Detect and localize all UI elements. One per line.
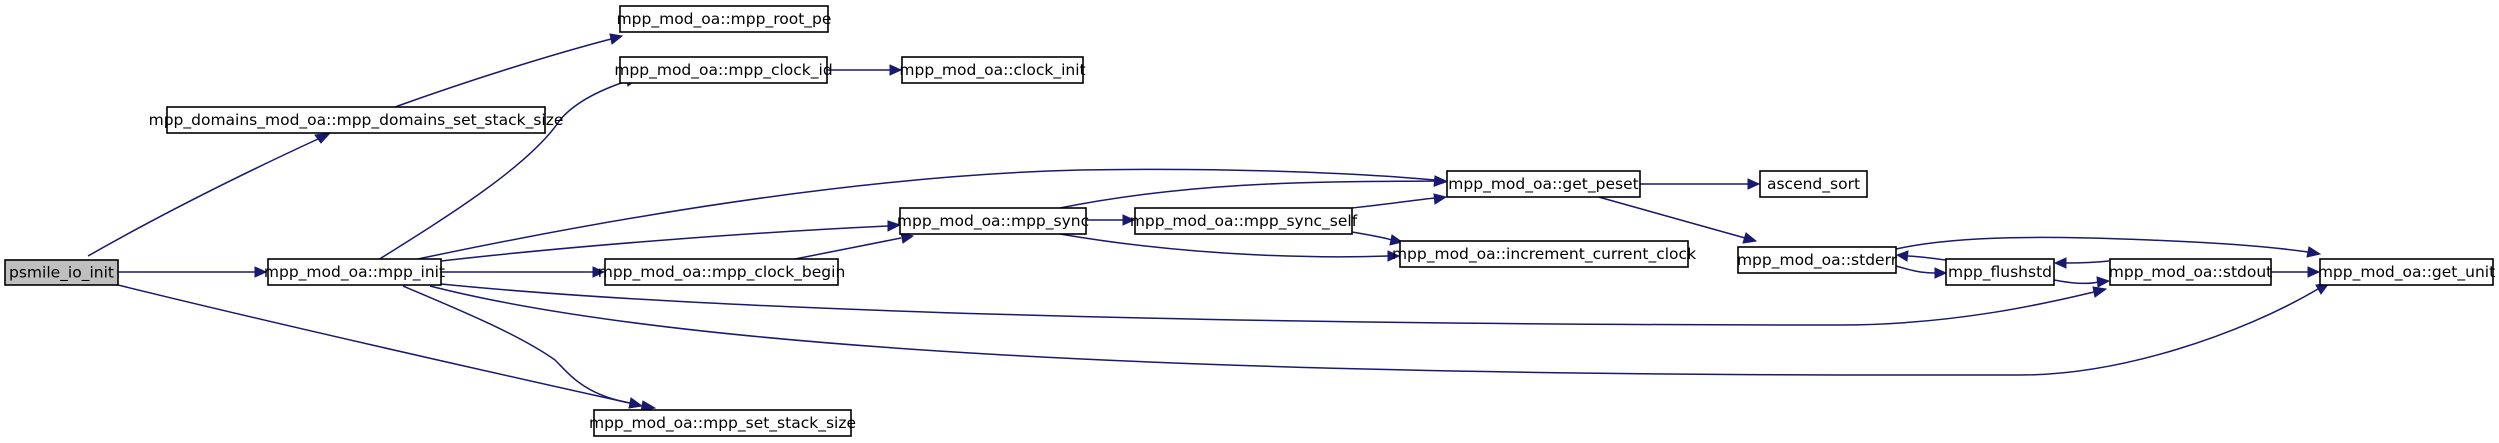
- node-ascend_sort[interactable]: ascend_sort: [1759, 170, 1868, 198]
- edge-mpp_flushstd-to-stdout: [2053, 276, 2111, 288]
- edge-mpp_domains_set_stack_size-to-mpp_root_pe: [394, 33, 624, 108]
- node-label-get_peset: mpp_mod_oa::get_peset: [1448, 175, 1638, 194]
- edge-mpp_init-to-mpp_clock_begin: [441, 266, 606, 278]
- node-label-increment_current_clock: mpp_mod_oa::increment_current_clock: [1392, 245, 1696, 264]
- edge-mpp_clock_begin-to-mpp_sync: [789, 232, 915, 261]
- edge-mpp_clock_id-to-clock_init: [827, 64, 903, 76]
- node-label-mpp_flushstd: mpp_flushstd: [1948, 263, 2052, 282]
- node-mpp_sync_self[interactable]: mpp_mod_oa::mpp_sync_self: [1130, 207, 1358, 235]
- node-stdout[interactable]: mpp_mod_oa::stdout: [2109, 258, 2273, 286]
- node-label-ascend_sort: ascend_sort: [1767, 175, 1860, 194]
- node-get_unit[interactable]: mpp_mod_oa::get_unit: [2318, 258, 2495, 286]
- edge-mpp_init-to-mpp_clock_id: [377, 75, 640, 261]
- node-label-mpp_sync_self: mpp_mod_oa::mpp_sync_self: [1130, 212, 1358, 231]
- edge-psmile_io_init-to-mpp_init: [118, 266, 268, 278]
- node-mpp_init[interactable]: mpp_mod_oa::mpp_init: [264, 258, 445, 286]
- edge-mpp_init-to-stdout: [440, 283, 2108, 326]
- node-label-mpp_init: mpp_mod_oa::mpp_init: [264, 263, 445, 282]
- edge-mpp_init-to-get_unit: [429, 282, 2331, 376]
- node-mpp_domains_set_stack_size[interactable]: mpp_domains_mod_oa::mpp_domains_set_stac…: [149, 106, 564, 134]
- edge-stderr-to-mpp_flushstd: [1895, 265, 1948, 279]
- node-mpp_flushstd[interactable]: mpp_flushstd: [1945, 258, 2055, 286]
- edge-psmile_io_init-to-mpp_set_stack_size: [117, 284, 657, 412]
- edge-stdout-to-get_unit: [2271, 266, 2321, 278]
- edge-get_peset-to-ascend_sort: [1640, 178, 1761, 190]
- node-increment_current_clock[interactable]: mpp_mod_oa::increment_current_clock: [1392, 240, 1696, 268]
- node-label-mpp_clock_id: mpp_mod_oa::mpp_clock_id: [614, 61, 832, 80]
- node-label-mpp_root_pe: mpp_mod_oa::mpp_root_pe: [617, 10, 832, 29]
- node-mpp_sync[interactable]: mpp_mod_oa::mpp_sync: [897, 207, 1089, 235]
- node-mpp_clock_begin[interactable]: mpp_mod_oa::mpp_clock_begin: [598, 258, 846, 286]
- edge-mpp_sync-to-mpp_sync_self: [1086, 214, 1136, 226]
- node-label-psmile_io_init: psmile_io_init: [9, 264, 114, 283]
- edges-layer: [87, 33, 2331, 412]
- edge-mpp_init-to-mpp_set_stack_size: [402, 285, 644, 409]
- node-label-mpp_domains_set_stack_size: mpp_domains_mod_oa::mpp_domains_set_stac…: [149, 111, 564, 130]
- node-get_peset[interactable]: mpp_mod_oa::get_peset: [1446, 170, 1641, 198]
- edge-mpp_sync-to-get_peset: [1059, 175, 1448, 209]
- node-label-stdout: mpp_mod_oa::stdout: [2109, 263, 2273, 282]
- node-label-mpp_sync: mpp_mod_oa::mpp_sync: [897, 212, 1089, 231]
- edge-mpp_sync_self-to-increment_current_clock: [1351, 231, 1404, 246]
- node-label-stderr: mpp_mod_oa::stderr: [1737, 251, 1898, 270]
- node-mpp_root_pe[interactable]: mpp_mod_oa::mpp_root_pe: [617, 5, 832, 33]
- edge-stderr-to-get_unit: [1895, 236, 2322, 258]
- edge-mpp_flushstd-to-stderr: [1895, 250, 1947, 262]
- edge-mpp_init-to-mpp_sync: [440, 220, 902, 262]
- edge-stdout-to-mpp_flushstd: [2053, 257, 2110, 269]
- node-label-mpp_set_stack_size: mpp_mod_oa::mpp_set_stack_size: [589, 414, 856, 433]
- nodes-layer: psmile_io_init mpp_domains_mod_oa::mpp_d…: [4, 5, 2495, 437]
- edge-psmile_io_init-to-mpp_domains_set_stack_size: [87, 132, 332, 257]
- node-clock_init[interactable]: mpp_mod_oa::clock_init: [899, 56, 1086, 84]
- node-psmile_io_init[interactable]: psmile_io_init: [4, 259, 119, 286]
- node-label-clock_init: mpp_mod_oa::clock_init: [899, 61, 1085, 80]
- node-label-get_unit: mpp_mod_oa::get_unit: [2318, 263, 2495, 282]
- node-mpp_set_stack_size[interactable]: mpp_mod_oa::mpp_set_stack_size: [589, 409, 856, 437]
- edge-mpp_sync-to-increment_current_clock: [1059, 233, 1401, 262]
- edge-mpp_sync_self-to-get_peset: [1351, 193, 1448, 209]
- node-label-mpp_clock_begin: mpp_mod_oa::mpp_clock_begin: [598, 263, 846, 282]
- edge-get_peset-to-stderr: [1594, 195, 1758, 244]
- node-mpp_clock_id[interactable]: mpp_mod_oa::mpp_clock_id: [614, 56, 833, 84]
- node-stderr[interactable]: mpp_mod_oa::stderr: [1737, 246, 1898, 274]
